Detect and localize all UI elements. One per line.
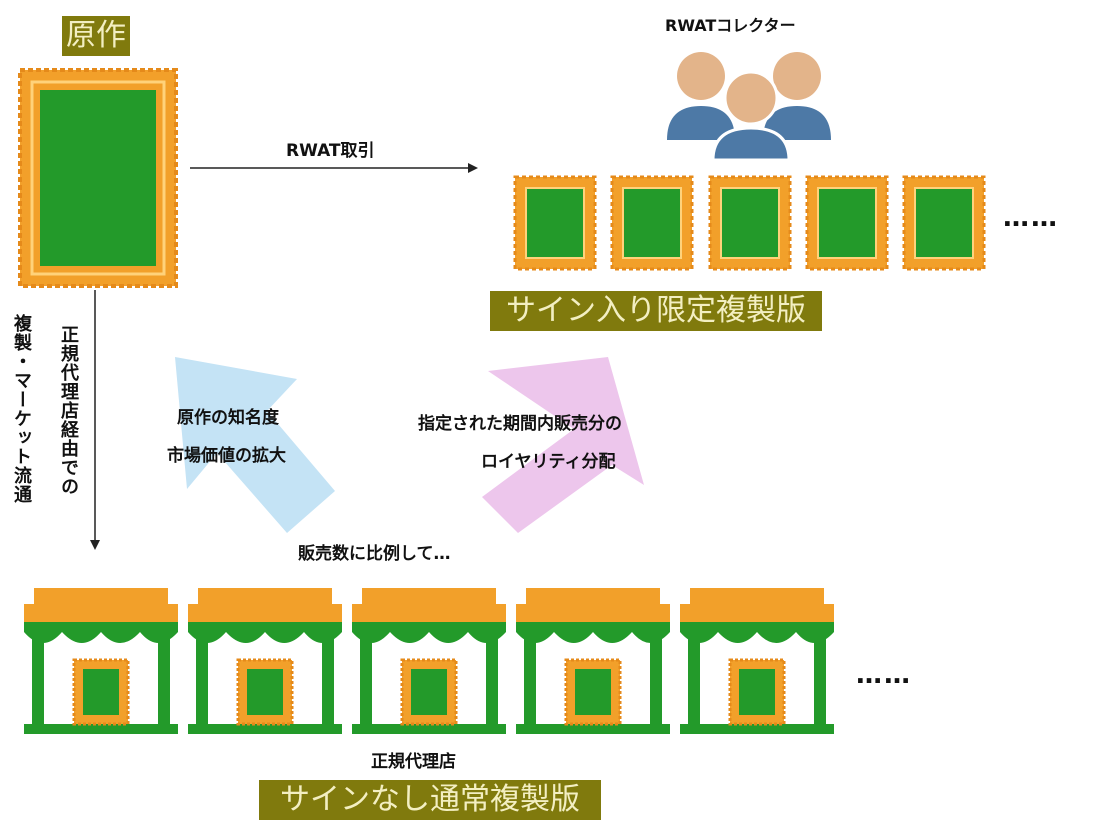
royalty-line-2: ロイヤリティ分配	[481, 452, 616, 472]
recognition-arrow	[175, 357, 335, 533]
proportional-label: 販売数に比例して…	[298, 544, 451, 564]
collectors-icon	[667, 52, 831, 162]
original-label: 原作	[62, 16, 130, 56]
collector-label: RWATコレクター	[665, 16, 796, 35]
signed-frame-3	[708, 175, 792, 271]
ellipsis-bottom: ……	[856, 660, 912, 690]
unsigned-edition-label: サインなし通常複製版	[259, 780, 601, 820]
ellipsis-top: ……	[1003, 203, 1059, 233]
signed-frame-5	[902, 175, 986, 271]
signed-frame-4	[805, 175, 889, 271]
dealer-shop-5	[678, 586, 836, 736]
rwat-trade-label: RWAT取引	[286, 141, 375, 161]
distribution-label-2: 複製・マーケット流通	[11, 314, 32, 504]
original-frame-icon	[18, 68, 178, 288]
rwat-trade-arrow	[190, 163, 478, 173]
dealer-label: 正規代理店	[371, 752, 456, 772]
royalty-arrow	[482, 357, 644, 533]
dealer-shops	[22, 586, 836, 736]
signed-edition-frames	[513, 175, 986, 271]
dealer-shop-4	[514, 586, 672, 736]
signed-edition-label: サイン入り限定複製版	[490, 291, 822, 331]
recognition-line-1: 原作の知名度	[177, 408, 279, 428]
dealer-shop-2	[186, 586, 344, 736]
distribution-arrow	[90, 290, 100, 550]
recognition-line-2: 市場価値の拡大	[167, 446, 286, 466]
signed-frame-1	[513, 175, 597, 271]
dealer-shop-3	[350, 586, 508, 736]
distribution-label: 正規代理店経由での	[58, 325, 79, 496]
dealer-shop-1	[22, 586, 180, 736]
royalty-line-1: 指定された期間内販売分の	[418, 414, 622, 434]
signed-frame-2	[610, 175, 694, 271]
